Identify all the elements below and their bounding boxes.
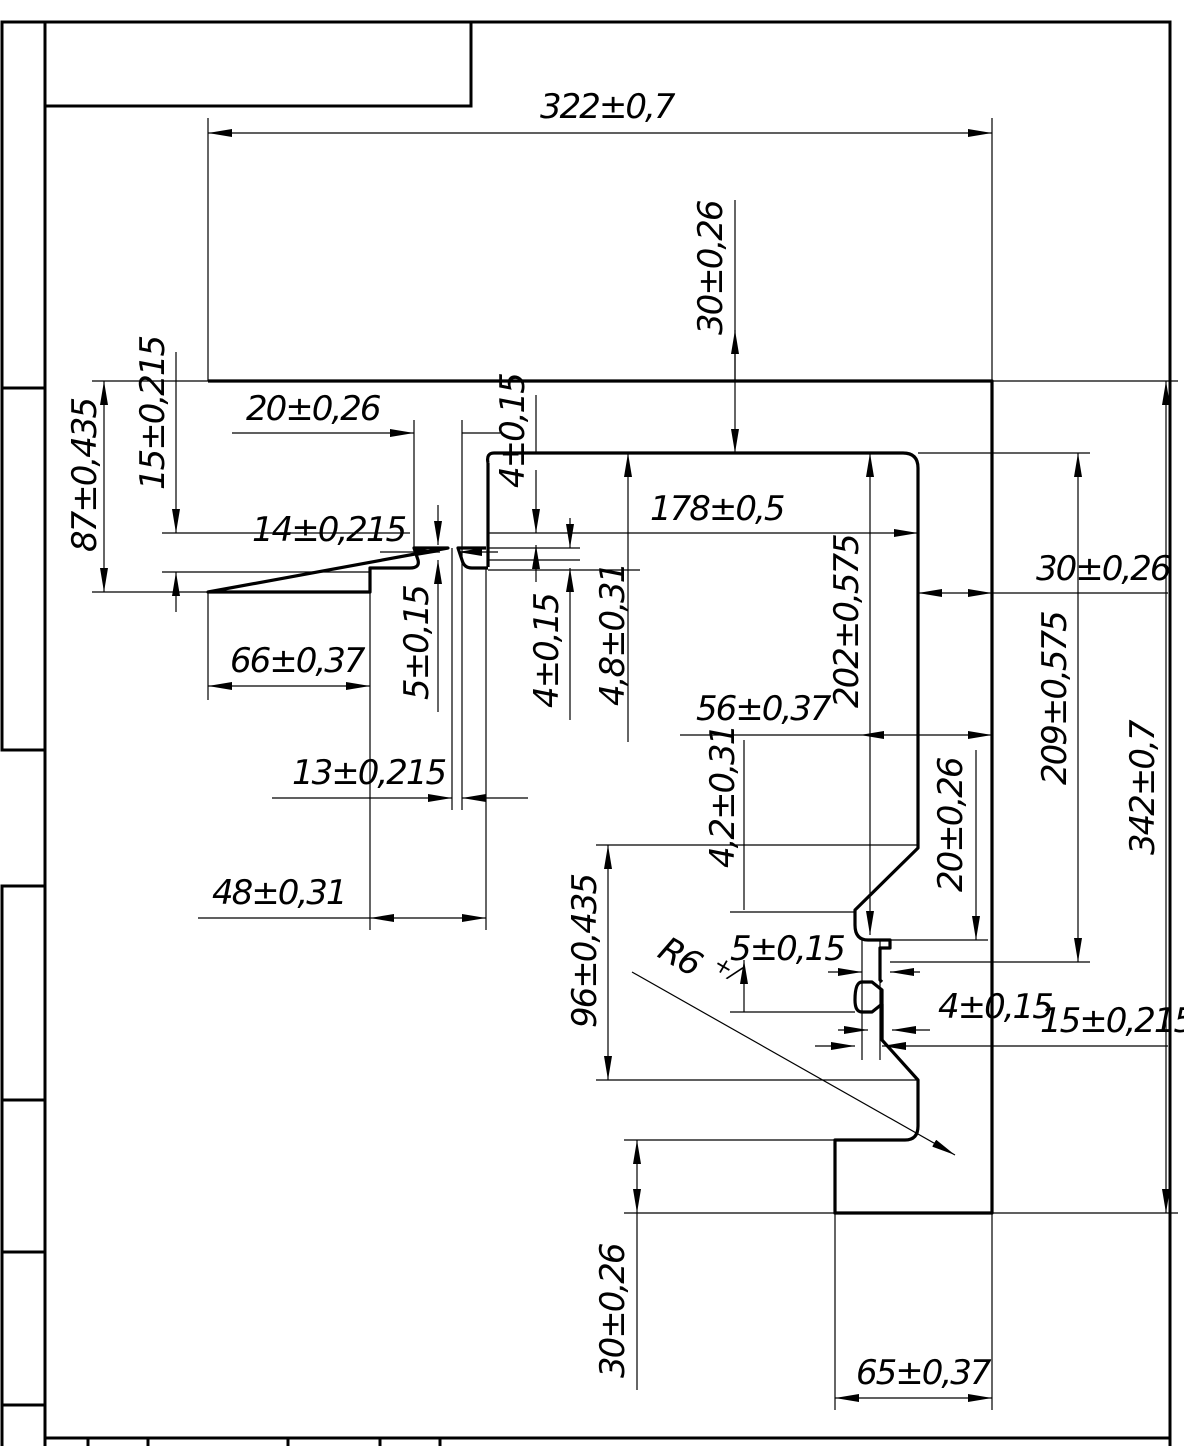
dim-slot-depth-b: 4,8±0,31 [593, 564, 633, 706]
dim-top-slot-offset: 20±0,26 [246, 389, 381, 429]
dim-top-offset: 30±0,26 [691, 200, 731, 335]
dim-bottom-65: 65±0,37 [856, 1353, 992, 1393]
dim-left-slot-width: 14±0,215 [252, 510, 405, 550]
dim-left-step: 15±0,215 [133, 337, 173, 490]
dim-slot-depth: 5±0,15 [397, 586, 437, 700]
dim-inner-height: 202±0,575 [827, 535, 867, 708]
part-outline [206, 379, 994, 1215]
dim-right-20: 20±0,26 [931, 757, 971, 892]
dim-right-inner-height: 209±0,575 [1035, 612, 1075, 785]
dim-radius: R6 [652, 929, 709, 985]
dim-slot-small-a: 4±0,15 [527, 594, 567, 708]
dim-right-15: 15±0,215 [1040, 1001, 1184, 1041]
dim-step-width: 66±0,37 [230, 641, 366, 681]
dim-bottom-48: 48±0,31 [212, 873, 345, 913]
dim-top-slot-small: 4±0,15 [493, 374, 533, 488]
dim-right-4: 4±0,15 [938, 987, 1052, 1027]
dim-right-offset: 56±0,37 [696, 689, 832, 729]
dim-bottom-30: 30±0,26 [593, 1243, 633, 1378]
dimension-labels: 322±0,7 30±0,26 87±0,435 15±0,215 20±0,2… [65, 87, 1184, 1393]
dim-overall-height: 342±0,7 [1123, 719, 1163, 855]
dim-overall-width: 322±0,7 [540, 87, 676, 127]
dim-inner-width: 178±0,5 [650, 489, 784, 529]
sheet-frame [0, 20, 1172, 1446]
dim-gap-13: 13±0,215 [292, 753, 445, 793]
dim-right-wall: 30±0,26 [1036, 549, 1171, 589]
dim-gap-42: 4,2±0,31 [703, 726, 743, 868]
dimension-lines [92, 118, 1178, 1410]
dim-right-5: 5±0,15 [730, 929, 844, 969]
dim-left-height: 87±0,435 [65, 399, 105, 552]
dim-left-96: 96±0,435 [565, 875, 605, 1028]
